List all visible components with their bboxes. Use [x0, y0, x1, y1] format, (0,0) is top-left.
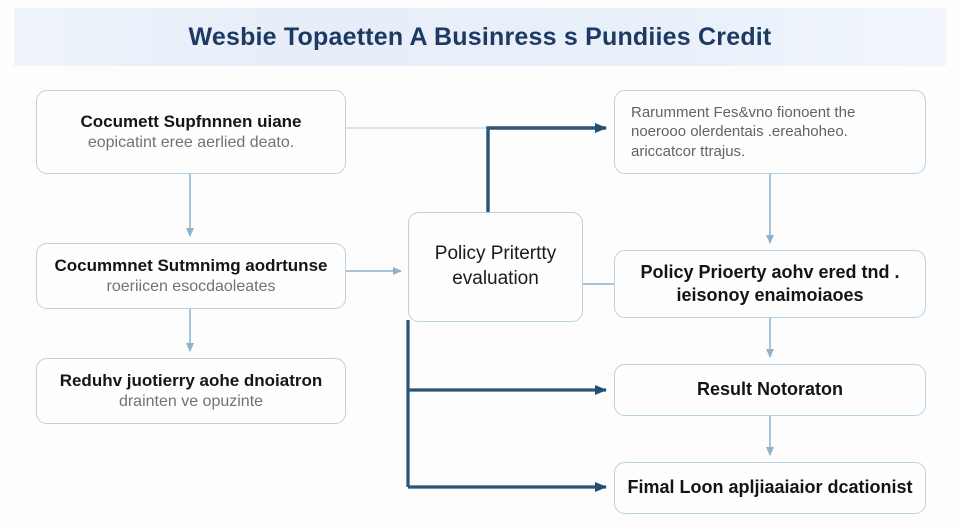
node-requirement-review-line1: Rarumment Fes&vno fionoent the — [631, 103, 856, 121]
node-document-submission-line2: eopicatint eree aerlied deato. — [87, 133, 295, 151]
node-document-summary-line1: Cocummnet Sutmnimg aodrtunse — [54, 255, 328, 275]
header-banner: Wesbie Topaetten A Businress s Pundiies … — [14, 8, 946, 66]
node-result-notification[interactable]: Result Notoraton — [614, 364, 926, 416]
page-title: Wesbie Topaetten A Businress s Pundiies … — [188, 23, 772, 51]
node-review-quality[interactable]: Reduhv juotierry aohe dnoiatron drainten… — [36, 358, 346, 424]
node-document-summary-line2: roeriicen esocdaoleates — [106, 277, 276, 295]
node-requirement-review-line2: noerooo olerdentais .ereahoheo. — [631, 123, 848, 141]
node-document-submission[interactable]: Cocumett Supfnnnen uiane eopicatint eree… — [36, 90, 346, 174]
node-policy-evaluation-line2: evaluation — [452, 268, 539, 289]
node-policy-priority-line2: ieisonoy enaimoiaoes — [676, 285, 864, 305]
connector-policy-eval-to-requirement-review — [486, 123, 607, 212]
node-policy-evaluation[interactable]: Policy Pritertty evaluation — [408, 212, 583, 322]
node-result-notification-line1: Result Notoraton — [697, 379, 843, 400]
node-review-quality-line2: drainten ve opuzinte — [118, 392, 264, 410]
node-document-submission-line1: Cocumett Supfnnnen uiane — [80, 111, 302, 131]
connector-policy-eval-to-result-and-final — [406, 320, 607, 492]
node-requirement-review[interactable]: Rarumment Fes&vno fionoent the noerooo o… — [614, 90, 926, 174]
node-policy-priority-line1: Policy Prioerty aohv ered tnd . — [640, 261, 900, 282]
node-final-loan-application-line1: Fimal Loon apljiaaiaior dcationist — [627, 477, 913, 498]
node-requirement-review-line3: ariccatcor ttrajus. — [631, 142, 746, 160]
node-review-quality-line1: Reduhv juotierry aohe dnoiatron — [59, 370, 323, 390]
node-policy-evaluation-line1: Policy Pritertty — [434, 243, 557, 265]
node-final-loan-application[interactable]: Fimal Loon apljiaaiaior dcationist — [614, 462, 926, 514]
node-policy-priority[interactable]: Policy Prioerty aohv ered tnd . ieisonoy… — [614, 250, 926, 318]
node-document-summary[interactable]: Cocummnet Sutmnimg aodrtunse roeriicen e… — [36, 243, 346, 309]
